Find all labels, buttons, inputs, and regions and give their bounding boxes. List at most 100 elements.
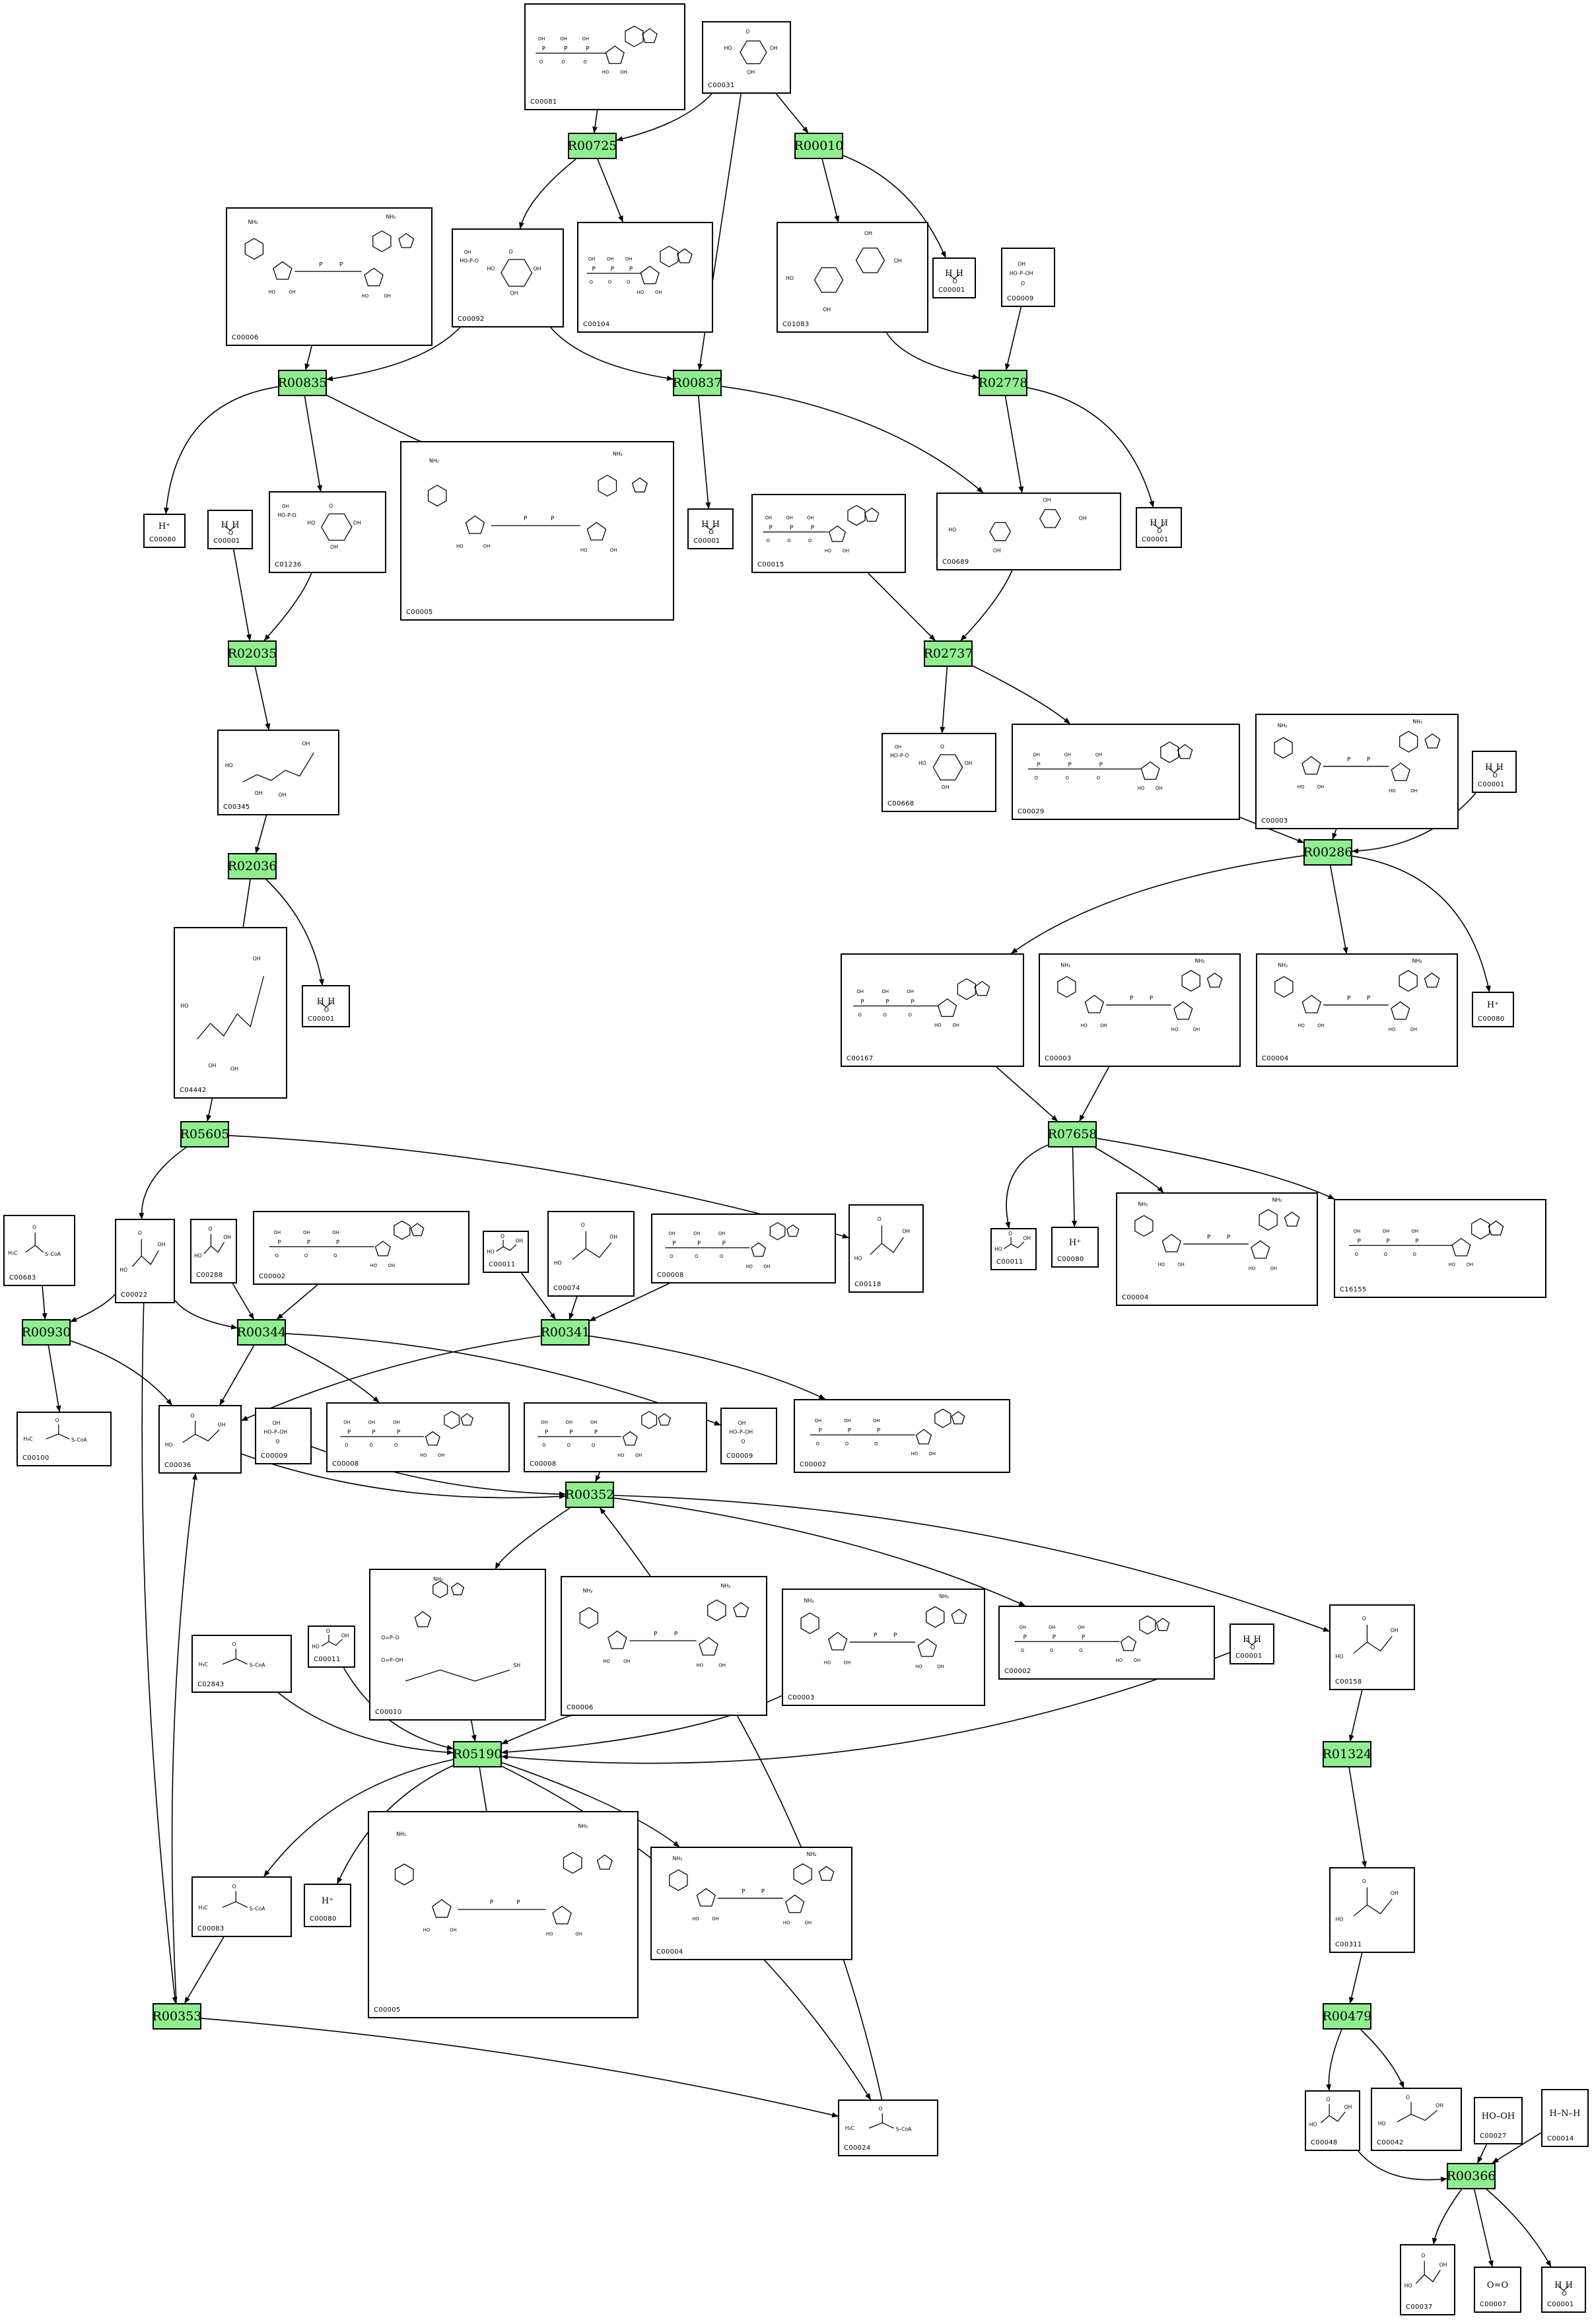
reaction-r00930[interactable]: R00930 — [22, 1319, 71, 1346]
reaction-r00341[interactable]: R00341 — [541, 1319, 590, 1346]
reaction-r05190[interactable]: R05190 — [453, 1741, 502, 1767]
reaction-r01324[interactable]: R01324 — [1323, 1741, 1371, 1767]
reaction-r02778[interactable]: R02778 — [979, 370, 1027, 396]
svg-text:OH: OH — [289, 290, 296, 295]
svg-text:OH: OH — [895, 744, 901, 749]
reaction-r00837[interactable]: R00837 — [673, 370, 722, 396]
edge-R00835-to-c00080_a — [163, 386, 279, 514]
compound-c00080[interactable]: H⁺C00080 — [143, 514, 186, 548]
compound-c00080[interactable]: H⁺C00080 — [1472, 992, 1514, 1027]
reaction-r05605[interactable]: R05605 — [180, 1121, 229, 1147]
reaction-r02035[interactable]: R02035 — [228, 640, 277, 667]
svg-text:O: O — [345, 1443, 348, 1448]
svg-text:OH: OH — [208, 1063, 216, 1069]
compound-c00080[interactable]: H⁺C00080 — [1051, 1227, 1099, 1268]
reaction-r00352[interactable]: R00352 — [565, 1482, 614, 1508]
svg-text:P: P — [811, 525, 814, 531]
reaction-r00835[interactable]: R00835 — [278, 370, 327, 396]
reaction-r07658[interactable]: R07658 — [1048, 1121, 1097, 1147]
reaction-r00353[interactable]: R00353 — [153, 2003, 201, 2030]
svg-text:O: O — [1362, 1616, 1366, 1622]
reaction-r00286[interactable]: R00286 — [1303, 839, 1352, 866]
reaction-r02737[interactable]: R02737 — [924, 640, 973, 667]
svg-text:OH: OH — [343, 1420, 350, 1425]
svg-text:NH₂: NH₂ — [720, 1583, 730, 1589]
compound-c00080[interactable]: H⁺C00080 — [304, 1884, 351, 1927]
svg-text:HO: HO — [1378, 2121, 1386, 2127]
svg-text:P: P — [629, 266, 633, 273]
reaction-r00479[interactable]: R00479 — [1323, 2003, 1371, 2030]
reaction-r00010[interactable]: R00010 — [794, 133, 843, 159]
reaction-r00344[interactable]: R00344 — [237, 1319, 286, 1346]
svg-text:O=P–O: O=P–O — [381, 1635, 399, 1641]
svg-text:O: O — [1097, 775, 1100, 780]
reaction-r00366[interactable]: R00366 — [1447, 2163, 1496, 2189]
reaction-r02036[interactable]: R02036 — [228, 853, 277, 879]
reaction-r00725[interactable]: R00725 — [568, 133, 617, 159]
